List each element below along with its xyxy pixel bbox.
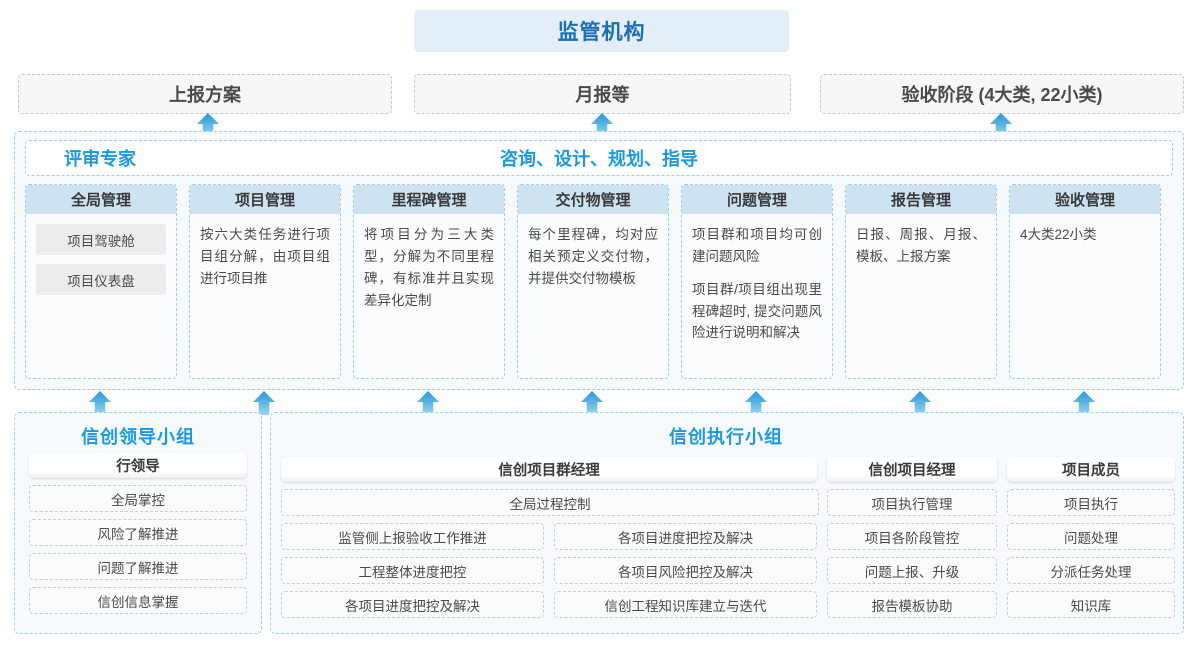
report-box-monthly: 月报等 — [414, 74, 791, 114]
task-item: 风险了解推进 — [29, 519, 247, 546]
column-paragraph: 将项目分为三大类型，分解为不同里程碑，有标准并且实现差异化定制 — [364, 227, 494, 308]
column-header: 里程碑管理 — [354, 185, 504, 214]
column-paragraph: 日报、周报、月报、模板、上报方案 — [856, 227, 986, 264]
column-header: 全局管理 — [26, 185, 176, 214]
column-report-management: 报告管理 日报、周报、月报、模板、上报方案 — [845, 184, 997, 379]
task-item: 信创信息掌握 — [29, 587, 247, 614]
project-manager-tasks: 项目执行管理 项目各阶段管控 问题上报、升级 报告模板协助 — [827, 489, 997, 618]
column-milestone-management: 里程碑管理 将项目分为三大类型，分解为不同里程碑，有标准并且实现差异化定制 — [353, 184, 505, 379]
task-item: 各项目风险把控及解决 — [554, 557, 817, 584]
task-item: 项目执行管理 — [827, 489, 997, 516]
role-header-program-manager: 信创项目群经理 — [281, 457, 817, 482]
program-manager-tasks: 全局过程控制 监管侧上报验收工作推进 各项目进度把控及解决 工程整体进度把控 各… — [281, 489, 819, 618]
role-header-project-manager: 信创项目经理 — [827, 457, 997, 482]
task-item: 工程整体进度把控 — [281, 557, 544, 584]
task-item: 问题处理 — [1007, 523, 1175, 550]
report-label-acceptance: 验收阶段 (4大类, 22小类) — [901, 85, 1103, 105]
report-label-plan: 上报方案 — [169, 85, 241, 105]
task-item: 各项目进度把控及解决 — [554, 523, 817, 550]
regulator-label: 监管机构 — [557, 21, 646, 44]
report-box-plan: 上报方案 — [18, 74, 392, 114]
project-member-tasks: 项目执行 问题处理 分派任务处理 知识库 — [1007, 489, 1175, 618]
task-item: 信创工程知识库建立与迭代 — [554, 591, 817, 618]
pill-item: 项目仪表盘 — [36, 264, 166, 295]
consulting-band-header: 评审专家 咨询、设计、规划、指导 — [25, 140, 1173, 176]
regulator-box: 监管机构 — [414, 10, 789, 52]
column-global-management: 全局管理 项目驾驶舱 项目仪表盘 — [25, 184, 177, 379]
pill-item: 项目驾驶舱 — [36, 224, 166, 255]
consulting-scope-label: 咨询、设计、规划、指导 — [500, 149, 698, 169]
task-item: 各项目进度把控及解决 — [281, 591, 544, 618]
execution-group-title: 信创执行小组 — [669, 427, 783, 447]
task-item: 问题了解推进 — [29, 553, 247, 580]
leadership-group-title: 信创领导小组 — [81, 427, 195, 447]
column-header: 交付物管理 — [518, 185, 668, 214]
column-header: 验收管理 — [1010, 185, 1160, 214]
role-header-project-member: 项目成员 — [1007, 457, 1175, 482]
execution-role-header-row: 信创项目群经理 信创项目经理 项目成员 — [281, 457, 1175, 482]
task-item: 报告模板协助 — [827, 591, 997, 618]
consulting-band: 评审专家 咨询、设计、规划、指导 全局管理 项目驾驶舱 项目仪表盘 项目管理 按… — [14, 131, 1184, 390]
task-item: 知识库 — [1007, 591, 1175, 618]
task-item: 项目执行 — [1007, 489, 1175, 516]
task-item: 分派任务处理 — [1007, 557, 1175, 584]
task-item: 监管侧上报验收工作推进 — [281, 523, 544, 550]
task-item: 项目各阶段管控 — [827, 523, 997, 550]
column-issue-management: 问题管理 项目群和项目均可创建问题风险 项目群/项目组出现里程碑超时, 提交问题… — [681, 184, 833, 379]
column-paragraph: 按六大类任务进行项目组分解，由项目组进行项目推 — [200, 227, 330, 286]
leadership-group: 信创领导小组 行领导 全局掌控 风险了解推进 问题了解推进 信创信息掌握 — [14, 412, 262, 634]
column-deliverable-management: 交付物管理 每个里程碑，均对应相关预定义交付物，并提供交付物模板 — [517, 184, 669, 379]
column-acceptance-management: 验收管理 4大类22小类 — [1009, 184, 1161, 379]
report-box-acceptance: 验收阶段 (4大类, 22小类) — [820, 74, 1184, 114]
column-paragraph: 项目群/项目组出现里程碑超时, 提交问题风险进行说明和解决 — [692, 281, 822, 341]
review-experts-label: 评审专家 — [64, 149, 136, 169]
column-header: 项目管理 — [190, 185, 340, 214]
column-header: 报告管理 — [846, 185, 996, 214]
column-plain-text: 4大类22小类 — [1020, 227, 1097, 242]
column-header: 问题管理 — [682, 185, 832, 214]
role-header-bank-leader: 行领导 — [29, 453, 247, 478]
column-paragraph: 项目群和项目均可创建问题风险 — [692, 227, 822, 264]
execution-group: 信创执行小组 信创项目群经理 信创项目经理 项目成员 全局过程控制 监管侧上报验… — [270, 412, 1184, 634]
execution-task-row: 全局过程控制 监管侧上报验收工作推进 各项目进度把控及解决 工程整体进度把控 各… — [281, 489, 1175, 618]
report-label-monthly: 月报等 — [575, 85, 630, 105]
task-item: 问题上报、升级 — [827, 557, 997, 584]
column-project-management: 项目管理 按六大类任务进行项目组分解，由项目组进行项目推 — [189, 184, 341, 379]
column-paragraph: 每个里程碑，均对应相关预定义交付物，并提供交付物模板 — [528, 227, 658, 286]
task-item: 全局掌控 — [29, 485, 247, 512]
task-item: 全局过程控制 — [281, 489, 819, 516]
